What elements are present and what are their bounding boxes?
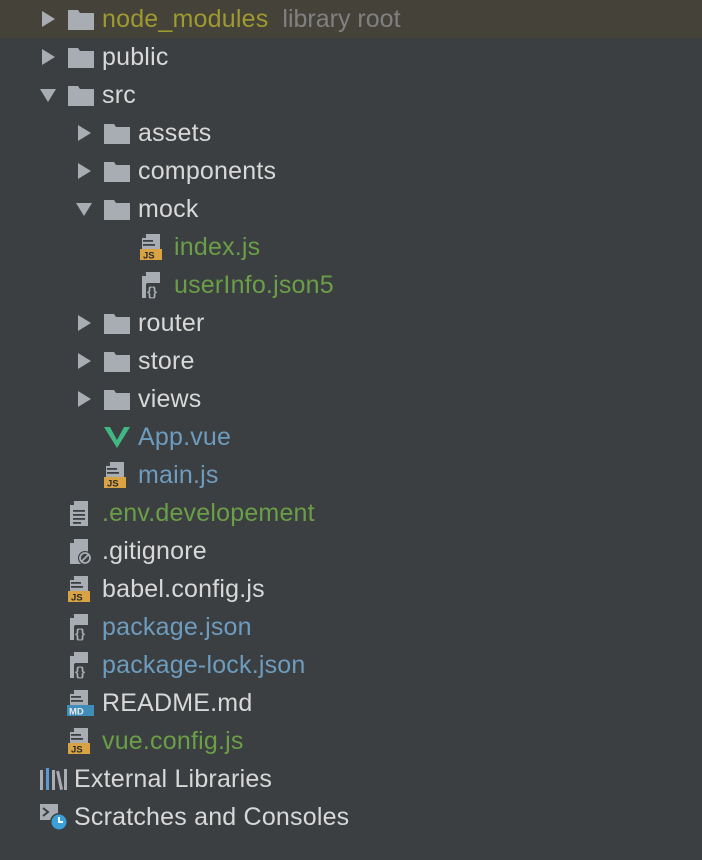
tree-item[interactable]: public bbox=[0, 38, 702, 76]
folder-icon bbox=[102, 304, 138, 342]
tree-item-label: views bbox=[138, 385, 202, 413]
folder-icon bbox=[102, 380, 138, 418]
tree-item[interactable]: Scratches and Consoles bbox=[0, 798, 702, 836]
chevron-right-icon[interactable] bbox=[30, 0, 66, 38]
js-file-icon: JS bbox=[66, 570, 102, 608]
tree-item-label: README.md bbox=[102, 689, 253, 717]
md-file-icon: MD bbox=[66, 684, 102, 722]
tree-item[interactable]: {} userInfo.json5 bbox=[0, 266, 702, 304]
svg-text:JS: JS bbox=[107, 479, 119, 490]
folder-icon bbox=[66, 76, 102, 114]
chevron-right-icon[interactable] bbox=[30, 38, 66, 76]
text-file-icon bbox=[66, 494, 102, 532]
tree-item[interactable]: {} package.json bbox=[0, 608, 702, 646]
chevron-down-icon[interactable] bbox=[30, 76, 66, 114]
folder-icon bbox=[102, 152, 138, 190]
js-file-icon: JS bbox=[138, 228, 174, 266]
tree-item-label: src bbox=[102, 81, 136, 109]
svg-text:JS: JS bbox=[71, 745, 83, 756]
folder-icon bbox=[102, 114, 138, 152]
arrow-spacer bbox=[66, 456, 102, 494]
svg-text:JS: JS bbox=[71, 593, 83, 604]
arrow-spacer bbox=[30, 722, 66, 760]
tree-item-label: userInfo.json5 bbox=[174, 271, 334, 299]
arrow-spacer bbox=[102, 266, 138, 304]
folder-icon bbox=[66, 0, 102, 38]
arrow-spacer bbox=[30, 532, 66, 570]
tree-item-label: assets bbox=[138, 119, 212, 147]
libraries-icon bbox=[38, 760, 74, 798]
tree-item[interactable]: .env.developement bbox=[0, 494, 702, 532]
tree-item-label: node_modules bbox=[102, 5, 269, 33]
tree-item-label: External Libraries bbox=[74, 765, 273, 793]
js-file-icon: JS bbox=[102, 456, 138, 494]
arrow-spacer bbox=[30, 494, 66, 532]
svg-text:JS: JS bbox=[143, 251, 155, 262]
tree-item[interactable]: mock bbox=[0, 190, 702, 228]
chevron-right-icon[interactable] bbox=[66, 114, 102, 152]
svg-text:MD: MD bbox=[69, 707, 84, 718]
tree-item-label: .gitignore bbox=[102, 537, 207, 565]
tree-item-label: public bbox=[102, 43, 169, 71]
scratches-icon bbox=[38, 798, 74, 836]
tree-item[interactable]: views bbox=[0, 380, 702, 418]
folder-icon bbox=[102, 190, 138, 228]
json-file-icon: {} bbox=[138, 266, 174, 304]
tree-item-label: package-lock.json bbox=[102, 651, 306, 679]
tree-item[interactable]: .gitignore bbox=[0, 532, 702, 570]
tree-item[interactable]: JS babel.config.js bbox=[0, 570, 702, 608]
tree-item[interactable]: MD README.md bbox=[0, 684, 702, 722]
tree-item[interactable]: components bbox=[0, 152, 702, 190]
chevron-down-icon[interactable] bbox=[66, 190, 102, 228]
tree-item-label: mock bbox=[138, 195, 199, 223]
tree-item[interactable]: src bbox=[0, 76, 702, 114]
tree-item-label: index.js bbox=[174, 233, 261, 261]
ignore-file-icon bbox=[66, 532, 102, 570]
tree-item-label: babel.config.js bbox=[102, 575, 265, 603]
tree-item[interactable]: {} package-lock.json bbox=[0, 646, 702, 684]
tree-item-label: App.vue bbox=[138, 423, 232, 451]
chevron-right-icon[interactable] bbox=[66, 342, 102, 380]
chevron-right-icon[interactable] bbox=[66, 380, 102, 418]
chevron-right-icon[interactable] bbox=[66, 152, 102, 190]
chevron-right-icon[interactable] bbox=[66, 304, 102, 342]
js-file-icon: JS bbox=[66, 722, 102, 760]
tree-item[interactable]: JS index.js bbox=[0, 228, 702, 266]
tree-item-label: main.js bbox=[138, 461, 219, 489]
tree-item-label: vue.config.js bbox=[102, 727, 244, 755]
tree-item-label: package.json bbox=[102, 613, 252, 641]
folder-icon bbox=[102, 342, 138, 380]
tree-item[interactable]: External Libraries bbox=[0, 760, 702, 798]
tree-item[interactable]: JS main.js bbox=[0, 456, 702, 494]
svg-text:{}: {} bbox=[147, 284, 157, 299]
svg-text:{}: {} bbox=[75, 664, 85, 679]
arrow-spacer bbox=[30, 646, 66, 684]
arrow-spacer bbox=[30, 608, 66, 646]
folder-icon bbox=[66, 38, 102, 76]
library-root-hint: library root bbox=[282, 5, 401, 33]
tree-item[interactable]: assets bbox=[0, 114, 702, 152]
tree-item[interactable]: App.vue bbox=[0, 418, 702, 456]
arrow-spacer bbox=[30, 684, 66, 722]
arrow-spacer bbox=[102, 228, 138, 266]
tree-item-label: router bbox=[138, 309, 205, 337]
tree-item[interactable]: node_modules library root bbox=[0, 0, 702, 38]
tree-item-label: .env.developement bbox=[102, 499, 315, 527]
tree-item-label: Scratches and Consoles bbox=[74, 803, 350, 831]
tree-item-label: components bbox=[138, 157, 277, 185]
json-file-icon: {} bbox=[66, 646, 102, 684]
tree-item[interactable]: router bbox=[0, 304, 702, 342]
tree-item[interactable]: JS vue.config.js bbox=[0, 722, 702, 760]
arrow-spacer bbox=[66, 418, 102, 456]
json-file-icon: {} bbox=[66, 608, 102, 646]
tree-item-label: store bbox=[138, 347, 195, 375]
vue-file-icon bbox=[102, 418, 138, 456]
svg-text:{}: {} bbox=[75, 626, 85, 641]
arrow-spacer bbox=[30, 570, 66, 608]
tree-item[interactable]: store bbox=[0, 342, 702, 380]
